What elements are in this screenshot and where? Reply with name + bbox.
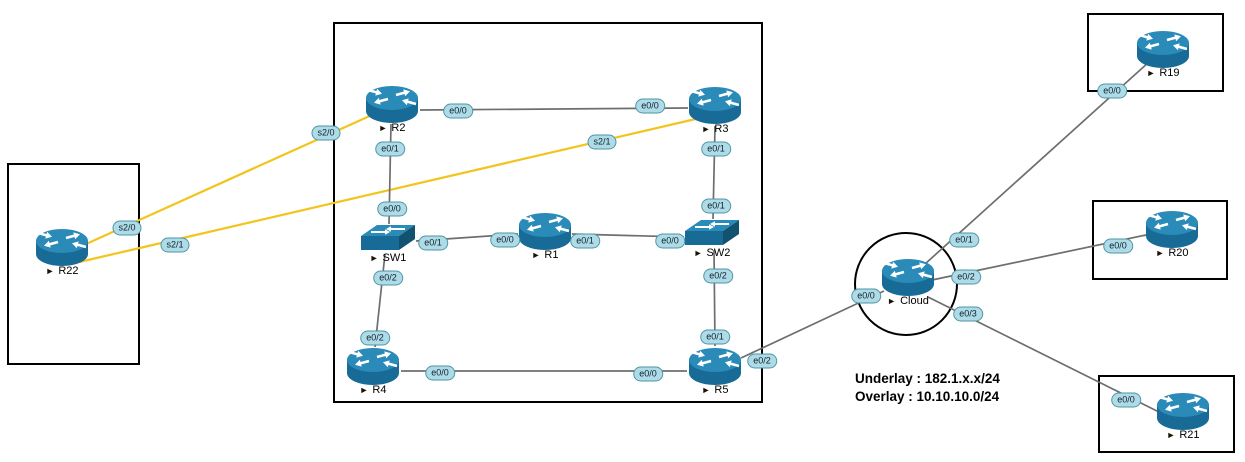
node-label-r19: ►R19 bbox=[1146, 67, 1179, 80]
node-marker-icon: ► bbox=[369, 253, 379, 263]
node-label-r3: ►R3 bbox=[702, 123, 729, 136]
node-marker-icon: ► bbox=[1166, 430, 1176, 440]
node-marker-icon: ► bbox=[45, 266, 55, 276]
port-label: e0/1 bbox=[418, 235, 448, 251]
node-name-text: R19 bbox=[1159, 67, 1180, 79]
node-marker-icon: ► bbox=[693, 248, 703, 258]
port-label: e0/2 bbox=[373, 270, 403, 286]
node-label-r4: ►R4 bbox=[360, 384, 387, 397]
node-r4[interactable] bbox=[345, 344, 401, 388]
node-label-r5: ►R5 bbox=[702, 384, 729, 397]
port-label: e0/1 bbox=[701, 198, 731, 214]
node-name-text: R2 bbox=[391, 122, 406, 134]
port-label: e0/0 bbox=[633, 366, 663, 382]
router-icon bbox=[689, 348, 741, 385]
node-name-text: SW2 bbox=[706, 247, 731, 259]
node-name-text: R21 bbox=[1179, 429, 1200, 441]
port-label: s2/0 bbox=[311, 125, 341, 141]
router-icon bbox=[366, 86, 418, 123]
port-label: e0/0 bbox=[1103, 238, 1133, 254]
node-name-text: R5 bbox=[714, 384, 729, 396]
node-r2[interactable] bbox=[364, 82, 420, 126]
port-label: e0/0 bbox=[425, 365, 455, 381]
overlay-note: Overlay : 10.10.10.0/24 bbox=[855, 388, 1000, 404]
node-r21[interactable] bbox=[1155, 389, 1211, 433]
node-marker-icon: ► bbox=[1155, 248, 1165, 258]
port-label: e0/2 bbox=[703, 268, 733, 284]
node-marker-icon: ► bbox=[1146, 68, 1156, 78]
node-label-r22: ►R22 bbox=[45, 265, 78, 278]
port-label: e0/0 bbox=[490, 232, 520, 248]
port-label: e0/1 bbox=[949, 232, 979, 248]
port-label: e0/0 bbox=[377, 201, 407, 217]
port-label: s2/0 bbox=[112, 220, 142, 236]
node-r5[interactable] bbox=[687, 344, 743, 388]
node-name-text: R4 bbox=[372, 384, 387, 396]
node-name-text: Cloud bbox=[900, 295, 929, 307]
node-cloud[interactable] bbox=[880, 255, 936, 299]
node-sw1[interactable] bbox=[359, 221, 417, 255]
network-annotation: Underlay : 182.1.x.x/24 Overlay : 10.10.… bbox=[855, 370, 1000, 405]
port-label: e0/0 bbox=[635, 98, 665, 114]
port-label: e0/0 bbox=[443, 103, 473, 119]
port-label: e0/0 bbox=[655, 233, 685, 249]
port-label: e0/1 bbox=[570, 233, 600, 249]
node-r19[interactable] bbox=[1135, 27, 1191, 71]
port-label: e0/0 bbox=[1111, 392, 1141, 408]
port-label: e0/1 bbox=[701, 141, 731, 157]
node-label-sw2: ►SW2 bbox=[694, 247, 731, 260]
router-icon bbox=[36, 229, 88, 266]
router-icon bbox=[1137, 31, 1189, 68]
port-label: s2/1 bbox=[587, 134, 617, 150]
underlay-note: Underlay : 182.1.x.x/24 bbox=[855, 371, 1000, 386]
port-label: e0/2 bbox=[360, 330, 390, 346]
port-label: e0/0 bbox=[851, 288, 881, 304]
router-icon bbox=[882, 259, 934, 296]
port-label: e0/2 bbox=[951, 269, 981, 285]
port-label: e0/1 bbox=[700, 329, 730, 345]
node-label-r21: ►R21 bbox=[1166, 429, 1199, 442]
router-icon bbox=[1157, 393, 1209, 430]
node-name-text: R3 bbox=[714, 123, 729, 135]
node-marker-icon: ► bbox=[887, 296, 897, 306]
node-marker-icon: ► bbox=[531, 250, 541, 260]
port-label: e0/1 bbox=[375, 141, 405, 157]
node-label-r20: ►R20 bbox=[1155, 247, 1188, 260]
port-label: s2/1 bbox=[160, 237, 190, 253]
node-r20[interactable] bbox=[1144, 207, 1200, 251]
node-name-text: SW1 bbox=[382, 252, 407, 264]
node-marker-icon: ► bbox=[378, 123, 388, 133]
router-icon bbox=[689, 87, 741, 124]
node-r1[interactable] bbox=[517, 209, 573, 253]
router-icon bbox=[519, 213, 571, 250]
switch-icon bbox=[685, 220, 739, 245]
node-sw2[interactable] bbox=[683, 216, 741, 250]
router-icon bbox=[347, 348, 399, 385]
node-label-r2: ►R2 bbox=[379, 122, 406, 135]
node-name-text: R20 bbox=[1168, 247, 1189, 259]
node-marker-icon: ► bbox=[701, 385, 711, 395]
node-marker-icon: ► bbox=[359, 385, 369, 395]
node-label-cloud: ►Cloud bbox=[887, 295, 929, 308]
node-name-text: R1 bbox=[544, 249, 559, 261]
port-label: e0/3 bbox=[953, 306, 983, 322]
node-label-r1: ►R1 bbox=[532, 249, 559, 262]
node-label-sw1: ►SW1 bbox=[370, 252, 407, 265]
node-r3[interactable] bbox=[687, 83, 743, 127]
router-icon bbox=[1146, 211, 1198, 248]
node-marker-icon: ► bbox=[701, 124, 711, 134]
port-label: e0/2 bbox=[747, 353, 777, 369]
node-r22[interactable] bbox=[34, 225, 90, 269]
node-name-text: R22 bbox=[58, 265, 79, 277]
switch-icon bbox=[361, 225, 415, 250]
port-label: e0/0 bbox=[1097, 83, 1127, 99]
